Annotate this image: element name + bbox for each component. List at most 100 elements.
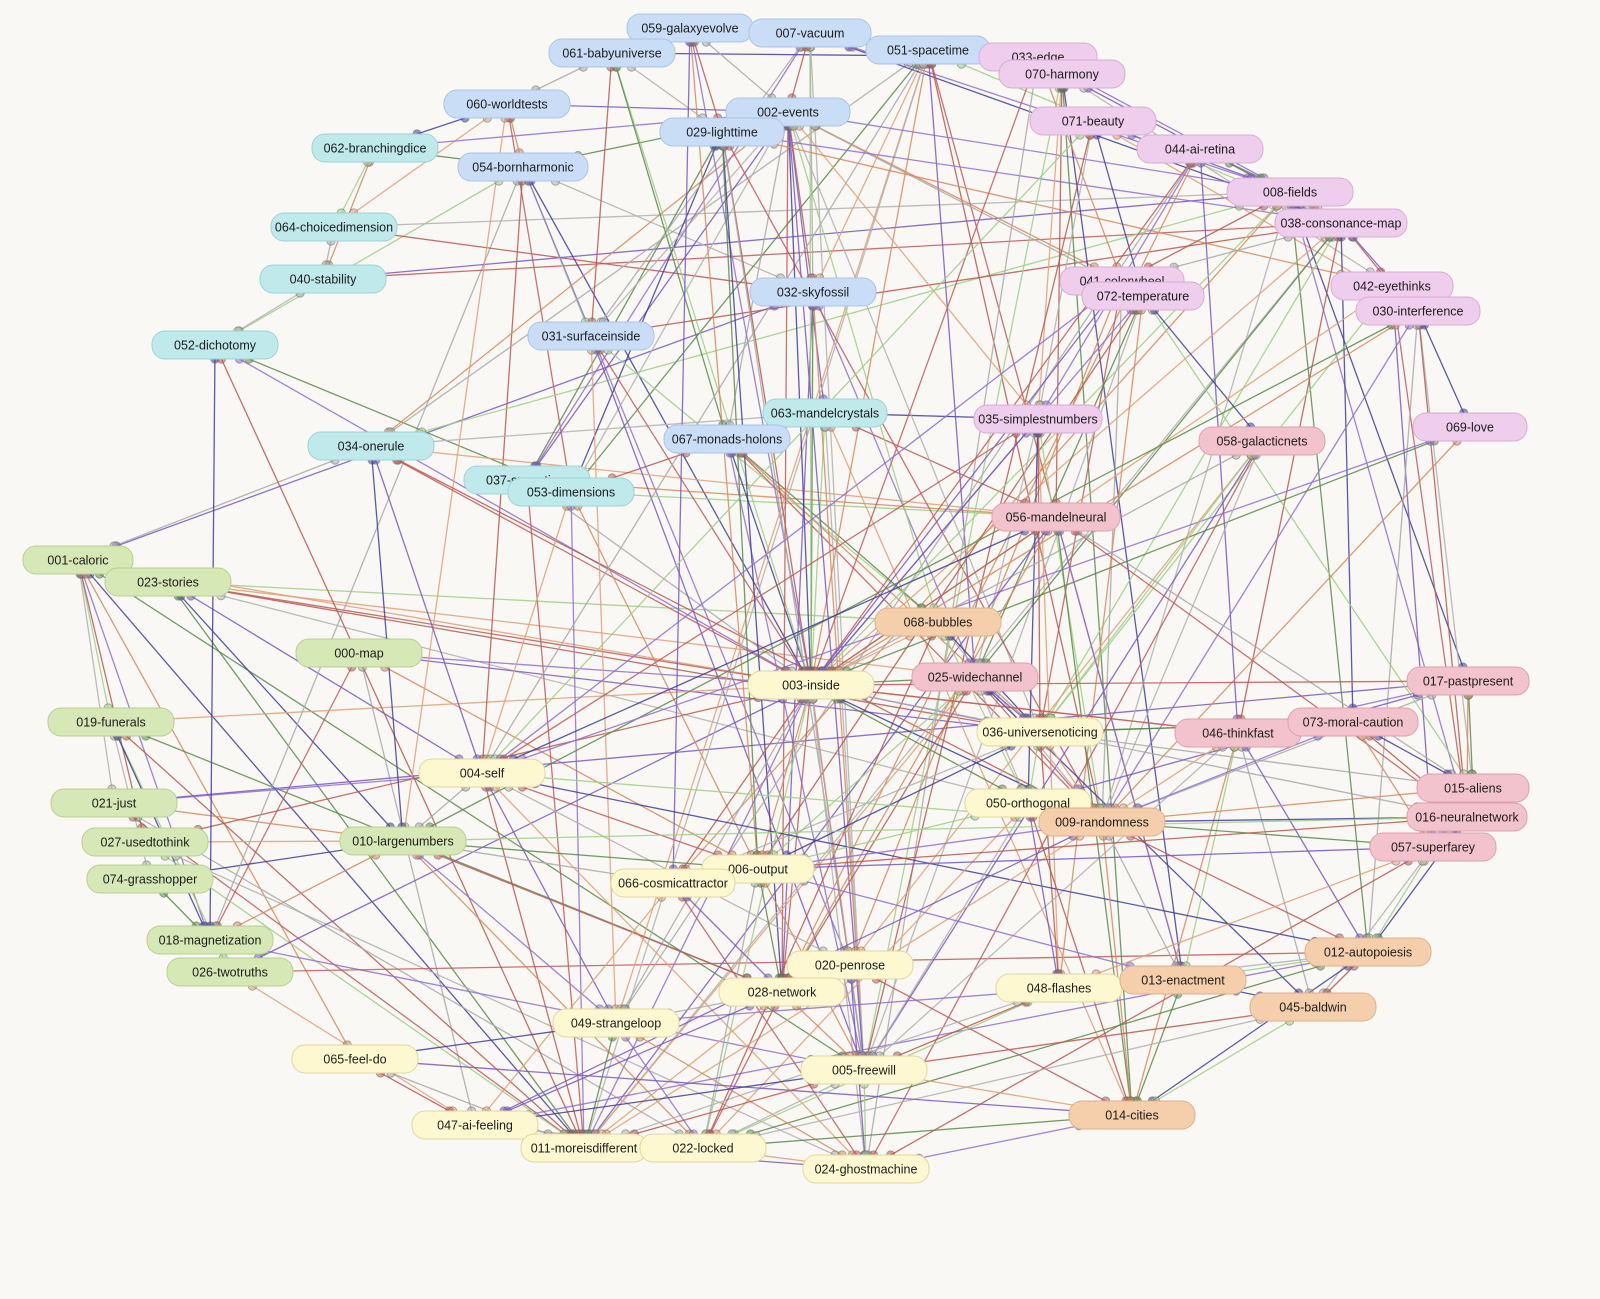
node-061-babyuniverse[interactable]: 061-babyuniverse <box>548 38 676 68</box>
node-035-simplestnumbers[interactable]: 035-simplestnumbers <box>973 404 1103 434</box>
node-box[interactable] <box>1355 296 1481 326</box>
node-box[interactable] <box>47 707 175 737</box>
node-box[interactable] <box>1416 773 1530 803</box>
node-025-widechannel[interactable]: 025-widechannel <box>911 662 1039 692</box>
node-box[interactable] <box>552 1008 680 1038</box>
node-005-freewill[interactable]: 005-freewill <box>800 1055 928 1085</box>
node-box[interactable] <box>166 957 294 987</box>
node-068-bubbles[interactable]: 068-bubbles <box>874 607 1002 637</box>
node-007-vacuum[interactable]: 007-vacuum <box>748 18 872 48</box>
node-box[interactable] <box>748 18 872 48</box>
node-box[interactable] <box>311 133 439 163</box>
node-box[interactable] <box>1406 802 1528 832</box>
node-027-usedtothink[interactable]: 027-usedtothink <box>81 827 209 857</box>
node-062-branchingdice[interactable]: 062-branchingdice <box>311 133 439 163</box>
node-box[interactable] <box>747 670 875 700</box>
node-box[interactable] <box>1068 1100 1196 1130</box>
node-060-worldtests[interactable]: 060-worldtests <box>443 89 571 119</box>
node-box[interactable] <box>259 264 387 294</box>
node-046-thinkfast[interactable]: 046-thinkfast <box>1174 718 1302 748</box>
node-028-network[interactable]: 028-network <box>718 977 846 1007</box>
node-011-moreisdifferent[interactable]: 011-moreisdifferent <box>520 1133 648 1163</box>
node-072-temperature[interactable]: 072-temperature <box>1081 281 1205 311</box>
node-box[interactable] <box>1369 832 1497 862</box>
node-056-mandelneural[interactable]: 056-mandelneural <box>991 502 1121 532</box>
node-box[interactable] <box>1406 666 1530 696</box>
node-box[interactable] <box>800 1055 928 1085</box>
node-070-harmony[interactable]: 070-harmony <box>998 59 1126 89</box>
node-box[interactable] <box>718 977 846 1007</box>
node-box[interactable] <box>1226 177 1354 207</box>
node-box[interactable] <box>270 212 398 242</box>
node-box[interactable] <box>874 607 1002 637</box>
node-box[interactable] <box>659 117 785 147</box>
node-box[interactable] <box>1274 208 1408 238</box>
node-box[interactable] <box>973 404 1103 434</box>
node-box[interactable] <box>291 1044 419 1074</box>
node-box[interactable] <box>998 59 1126 89</box>
node-box[interactable] <box>610 868 736 898</box>
node-063-mandelcrystals[interactable]: 063-mandelcrystals <box>762 398 888 428</box>
node-box[interactable] <box>1081 281 1205 311</box>
node-019-funerals[interactable]: 019-funerals <box>47 707 175 737</box>
node-box[interactable] <box>443 89 571 119</box>
node-026-twotruths[interactable]: 026-twotruths <box>166 957 294 987</box>
node-box[interactable] <box>1304 937 1432 967</box>
node-013-enactment[interactable]: 013-enactment <box>1119 965 1247 995</box>
node-box[interactable] <box>802 1154 930 1184</box>
node-box[interactable] <box>411 1110 539 1140</box>
node-059-galaxyevolve[interactable]: 059-galaxyevolve <box>626 13 754 43</box>
node-031-surfaceinside[interactable]: 031-surfaceinside <box>527 321 655 351</box>
node-057-superfarey[interactable]: 057-superfarey <box>1369 832 1497 862</box>
node-014-cities[interactable]: 014-cities <box>1068 1100 1196 1130</box>
node-009-randomness[interactable]: 009-randomness <box>1038 807 1166 837</box>
node-box[interactable] <box>307 431 435 461</box>
node-029-lighttime[interactable]: 029-lighttime <box>659 117 785 147</box>
node-064-choicedimension[interactable]: 064-choicedimension <box>270 212 398 242</box>
node-box[interactable] <box>663 424 791 454</box>
node-018-magnetization[interactable]: 018-magnetization <box>146 925 274 955</box>
node-box[interactable] <box>991 502 1121 532</box>
node-box[interactable] <box>1412 412 1528 442</box>
node-box[interactable] <box>1029 106 1157 136</box>
node-001-caloric[interactable]: 001-caloric <box>22 545 134 575</box>
node-020-penrose[interactable]: 020-penrose <box>786 950 914 980</box>
node-038-consonance-map[interactable]: 038-consonance-map <box>1274 208 1408 238</box>
node-044-ai-retina[interactable]: 044-ai-retina <box>1136 134 1264 164</box>
node-074-grasshopper[interactable]: 074-grasshopper <box>86 864 214 894</box>
node-010-largenumbers[interactable]: 010-largenumbers <box>339 826 467 856</box>
node-box[interactable] <box>639 1133 767 1163</box>
node-box[interactable] <box>1119 965 1247 995</box>
node-box[interactable] <box>339 826 467 856</box>
node-069-love[interactable]: 069-love <box>1412 412 1528 442</box>
node-054-bornharmonic[interactable]: 054-bornharmonic <box>457 152 589 182</box>
node-box[interactable] <box>1287 707 1419 737</box>
node-box[interactable] <box>1249 992 1377 1022</box>
node-022-locked[interactable]: 022-locked <box>639 1133 767 1163</box>
node-030-interference[interactable]: 030-interference <box>1355 296 1481 326</box>
node-024-ghostmachine[interactable]: 024-ghostmachine <box>802 1154 930 1184</box>
node-058-galacticnets[interactable]: 058-galacticnets <box>1198 426 1326 456</box>
node-048-flashes[interactable]: 048-flashes <box>995 973 1123 1003</box>
node-066-cosmicattractor[interactable]: 066-cosmicattractor <box>610 868 736 898</box>
node-071-beauty[interactable]: 071-beauty <box>1029 106 1157 136</box>
node-box[interactable] <box>1136 134 1264 164</box>
node-015-aliens[interactable]: 015-aliens <box>1416 773 1530 803</box>
node-box[interactable] <box>911 662 1039 692</box>
node-034-onerule[interactable]: 034-onerule <box>307 431 435 461</box>
node-box[interactable] <box>786 950 914 980</box>
node-045-baldwin[interactable]: 045-baldwin <box>1249 992 1377 1022</box>
node-box[interactable] <box>50 788 178 818</box>
node-box[interactable] <box>527 321 655 351</box>
node-042-eyethinks[interactable]: 042-eyethinks <box>1330 271 1454 301</box>
node-box[interactable] <box>104 567 232 597</box>
node-067-monads-holons[interactable]: 067-monads-holons <box>663 424 791 454</box>
node-036-universenoticing[interactable]: 036-universenoticing <box>976 717 1104 747</box>
node-012-autopoiesis[interactable]: 012-autopoiesis <box>1304 937 1432 967</box>
node-box[interactable] <box>81 827 209 857</box>
node-box[interactable] <box>86 864 214 894</box>
node-073-moral-caution[interactable]: 073-moral-caution <box>1287 707 1419 737</box>
node-047-ai-feeling[interactable]: 047-ai-feeling <box>411 1110 539 1140</box>
node-000-map[interactable]: 000-map <box>295 638 423 668</box>
